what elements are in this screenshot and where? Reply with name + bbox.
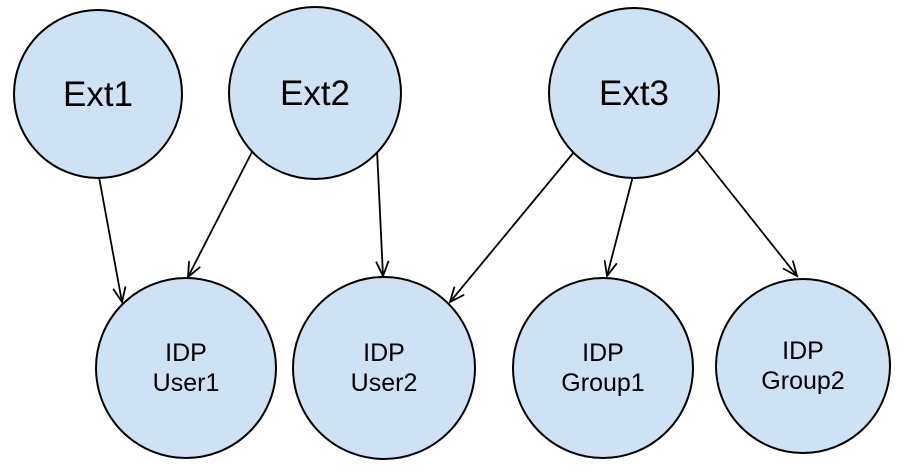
node-label-ext1: Ext1 [63, 75, 133, 114]
node-label-line: User1 [153, 369, 220, 397]
edge-ext2-to-idp-user2 [377, 149, 383, 276]
node-label-ext2: Ext2 [280, 74, 350, 113]
node-label-line: User2 [351, 369, 418, 397]
node-circle-idp-user1 [95, 277, 277, 459]
node-label-line: IDP [363, 339, 405, 367]
node-circle-ext1 [13, 9, 183, 179]
node-ext1: Ext1 [13, 9, 183, 179]
node-label-line: Ext1 [63, 75, 133, 114]
edge-ext3-to-idp-group2 [696, 149, 797, 276]
node-label-line: Group1 [561, 369, 644, 397]
edge-ext3-to-idp-user2 [450, 151, 575, 302]
node-label-line: IDP [782, 337, 824, 365]
node-label-line: Ext3 [599, 74, 669, 113]
node-label-line: IDP [165, 339, 207, 367]
node-label-line: Ext2 [280, 74, 350, 113]
node-circle-idp-user2 [292, 276, 476, 460]
node-label-ext3: Ext3 [599, 74, 669, 113]
node-circle-idp-group2 [715, 278, 891, 454]
node-ext3: Ext3 [548, 7, 720, 179]
edges-layer [98, 149, 797, 302]
edge-ext1-to-idp-user1 [98, 176, 122, 302]
node-ext2: Ext2 [228, 6, 402, 180]
node-circle-ext3 [548, 7, 720, 179]
node-circle-ext2 [228, 6, 402, 180]
node-circle-idp-group1 [512, 277, 694, 459]
edge-ext2-to-idp-user1 [188, 149, 254, 277]
edge-ext3-to-idp-group1 [607, 175, 634, 276]
node-label-line: IDP [582, 339, 624, 367]
node-label-line: Group2 [761, 367, 844, 395]
